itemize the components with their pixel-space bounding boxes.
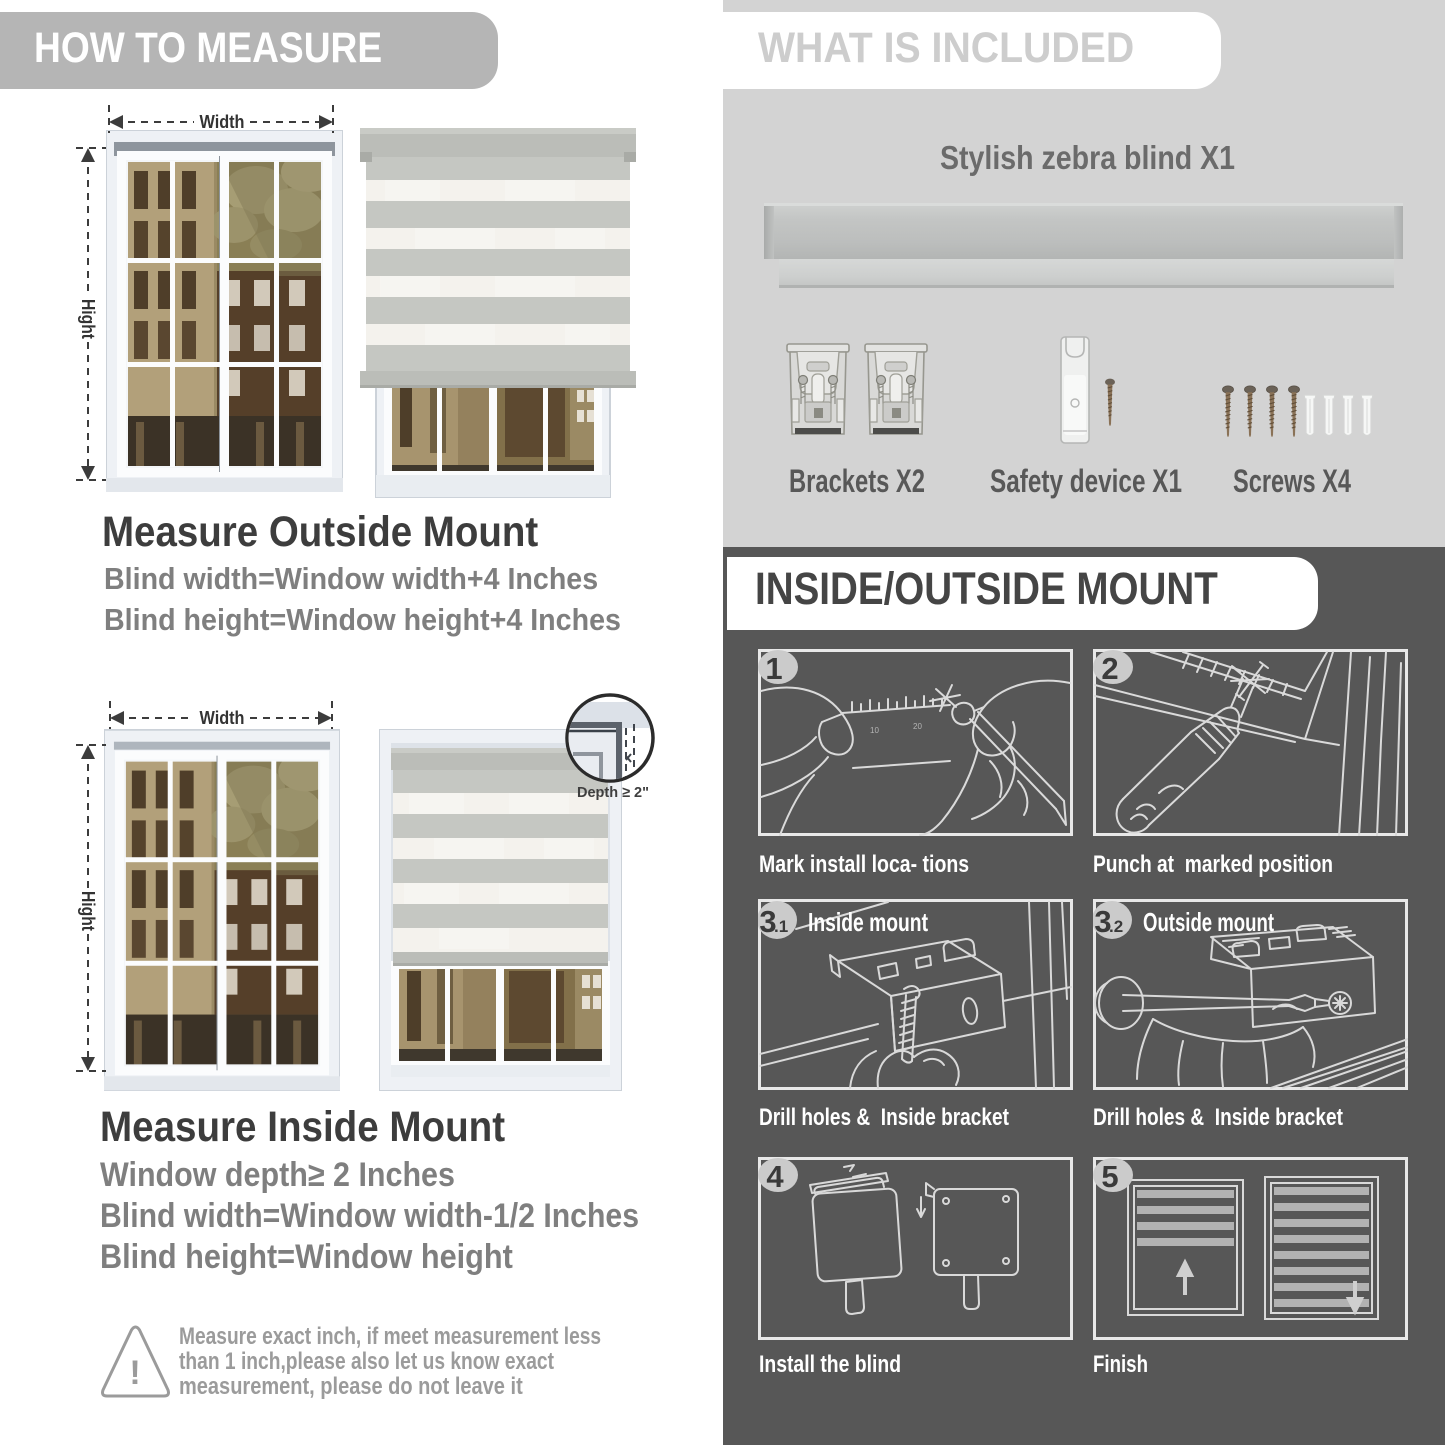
svg-text:.2: .2: [1109, 917, 1123, 936]
svg-text:20: 20: [913, 722, 922, 731]
svg-text:Outside mount: Outside mount: [1143, 907, 1274, 937]
svg-text:3: 3: [759, 904, 776, 939]
svg-text:1: 1: [765, 651, 782, 686]
svg-text:Width: Width: [200, 708, 245, 728]
svg-text:Hight: Hight: [78, 299, 98, 339]
svg-text:5: 5: [1101, 1159, 1118, 1194]
svg-text:10: 10: [870, 726, 879, 735]
svg-text:Depth ≥ 2": Depth ≥ 2": [577, 784, 649, 801]
svg-text:4: 4: [766, 1159, 784, 1194]
svg-text:!: !: [129, 1354, 140, 1392]
svg-text:Width: Width: [200, 112, 245, 132]
svg-text:3: 3: [1094, 904, 1111, 939]
svg-text:2: 2: [1101, 651, 1118, 686]
svg-text:Inside mount: Inside mount: [808, 907, 928, 937]
svg-text:Hight: Hight: [78, 891, 98, 931]
svg-text:.1: .1: [774, 917, 788, 936]
